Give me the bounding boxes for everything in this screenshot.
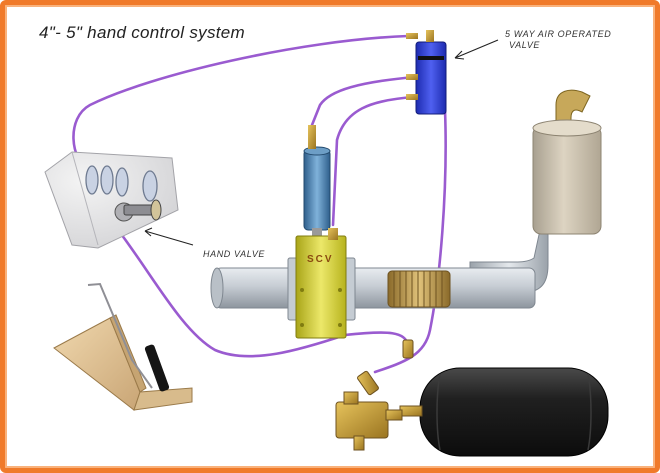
air-valve-label-line2: VALVE [509,40,541,50]
gate-marking: SCV [307,254,334,265]
brass-regulator [335,370,403,451]
air-line-valve-to-cylinder [310,75,417,127]
muffler-body [532,125,602,235]
arrow-pointer-icon [144,39,499,246]
line-fitting [402,339,414,359]
hand-valve [114,199,162,222]
system-diagram: SCV [44,30,609,457]
air-line-hand-to-gate [110,220,347,358]
hand-valve-label: HAND VALVE [203,249,266,259]
air-line-valve-to-cylinder-2 [331,95,417,227]
muffler [532,89,602,235]
air-operated-valve [406,30,447,115]
flex-bellows [387,270,451,308]
air-valve-label-line1: 5 WAY AIR OPERATED [505,29,612,39]
air-line-valve-to-hand [72,34,410,182]
gate-body [295,235,347,339]
pipe-main [214,267,536,309]
air-valve-label: 5 WAY AIR OPERATED VALVE [505,29,635,51]
air-cylinder [303,149,331,231]
arrow-to-air-valve [454,39,499,60]
pipe-inlet [210,267,224,309]
air-line-gate-to-tank [343,331,410,347]
slide-gate-valve: SCV [295,125,347,339]
foot-pedal [53,282,193,411]
exhaust-pipe [210,229,549,321]
arrow-to-hand-valve [144,227,194,246]
hand-valve-panel [44,151,179,249]
page-title: 4"- 5" hand control system [39,23,246,42]
air-tank [399,367,609,457]
